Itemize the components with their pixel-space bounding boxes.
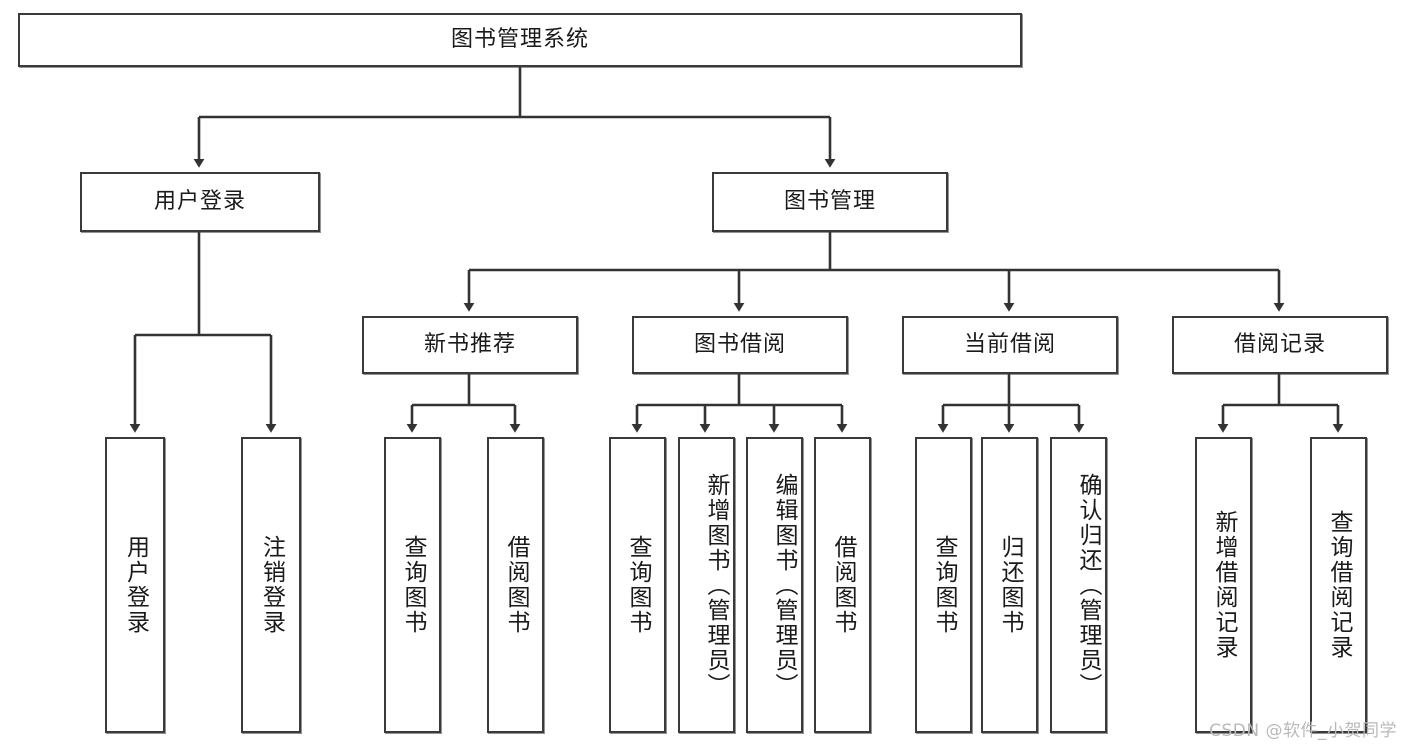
node-label: 查询图书 xyxy=(625,535,652,635)
leaf-book-borrow-edit-admin[interactable]: 编辑图书（管理员） xyxy=(746,437,803,733)
leaf-current-borrow-return[interactable]: 归还图书 xyxy=(981,437,1038,733)
leaf-user-login-logout[interactable]: 注销登录 xyxy=(241,437,301,733)
node-label: 注销登录 xyxy=(258,535,285,635)
leaf-current-borrow-query[interactable]: 查询图书 xyxy=(915,437,972,733)
csdn-watermark: CSDN @软件_小贺同学 xyxy=(1209,721,1397,741)
node-new-book-recommend[interactable]: 新书推荐 xyxy=(362,316,578,374)
node-label: 查询图书 xyxy=(931,535,958,635)
node-label: 图书借阅 xyxy=(693,331,786,357)
leaf-book-borrow-add-admin[interactable]: 新增图书（管理员） xyxy=(678,437,735,733)
node-label: 查询图书 xyxy=(400,535,427,635)
node-current-borrow[interactable]: 当前借阅 xyxy=(902,316,1118,374)
node-user-login[interactable]: 用户登录 xyxy=(80,172,320,232)
leaf-borrow-records-add[interactable]: 新增借阅记录 xyxy=(1195,437,1252,733)
node-label: 新增图书（管理员） xyxy=(703,472,729,698)
node-label: 编辑图书（管理员） xyxy=(771,472,797,698)
node-label: 借阅记录 xyxy=(1233,331,1326,357)
leaf-book-borrow-query[interactable]: 查询图书 xyxy=(609,437,666,733)
node-label: 用户登录 xyxy=(122,535,149,635)
node-label: 图书管理系统 xyxy=(450,26,589,52)
leaf-new-book-query[interactable]: 查询图书 xyxy=(384,437,441,733)
node-book-management[interactable]: 图书管理 xyxy=(712,172,948,232)
node-label: 归还图书 xyxy=(997,535,1024,635)
node-root-book-management-system[interactable]: 图书管理系统 xyxy=(18,13,1022,67)
node-label: 用户登录 xyxy=(153,188,246,214)
node-label: 查询借阅记录 xyxy=(1326,510,1353,660)
leaf-current-borrow-confirm-return-admin[interactable]: 确认归还（管理员） xyxy=(1050,437,1107,733)
node-label: 图书管理 xyxy=(783,188,876,214)
node-label: 新增借阅记录 xyxy=(1211,510,1238,660)
leaf-book-borrow-borrow[interactable]: 借阅图书 xyxy=(814,437,871,733)
leaf-user-login-login[interactable]: 用户登录 xyxy=(105,437,165,733)
leaf-borrow-records-query[interactable]: 查询借阅记录 xyxy=(1310,437,1367,733)
node-label: 当前借阅 xyxy=(963,331,1056,357)
node-label: 借阅图书 xyxy=(830,535,857,635)
leaf-new-book-borrow[interactable]: 借阅图书 xyxy=(487,437,544,733)
node-book-borrow[interactable]: 图书借阅 xyxy=(632,316,848,374)
node-borrow-records[interactable]: 借阅记录 xyxy=(1172,316,1388,374)
node-label: 确认归还（管理员） xyxy=(1075,472,1101,698)
node-label: 借阅图书 xyxy=(503,535,530,635)
node-label: 新书推荐 xyxy=(423,331,516,357)
